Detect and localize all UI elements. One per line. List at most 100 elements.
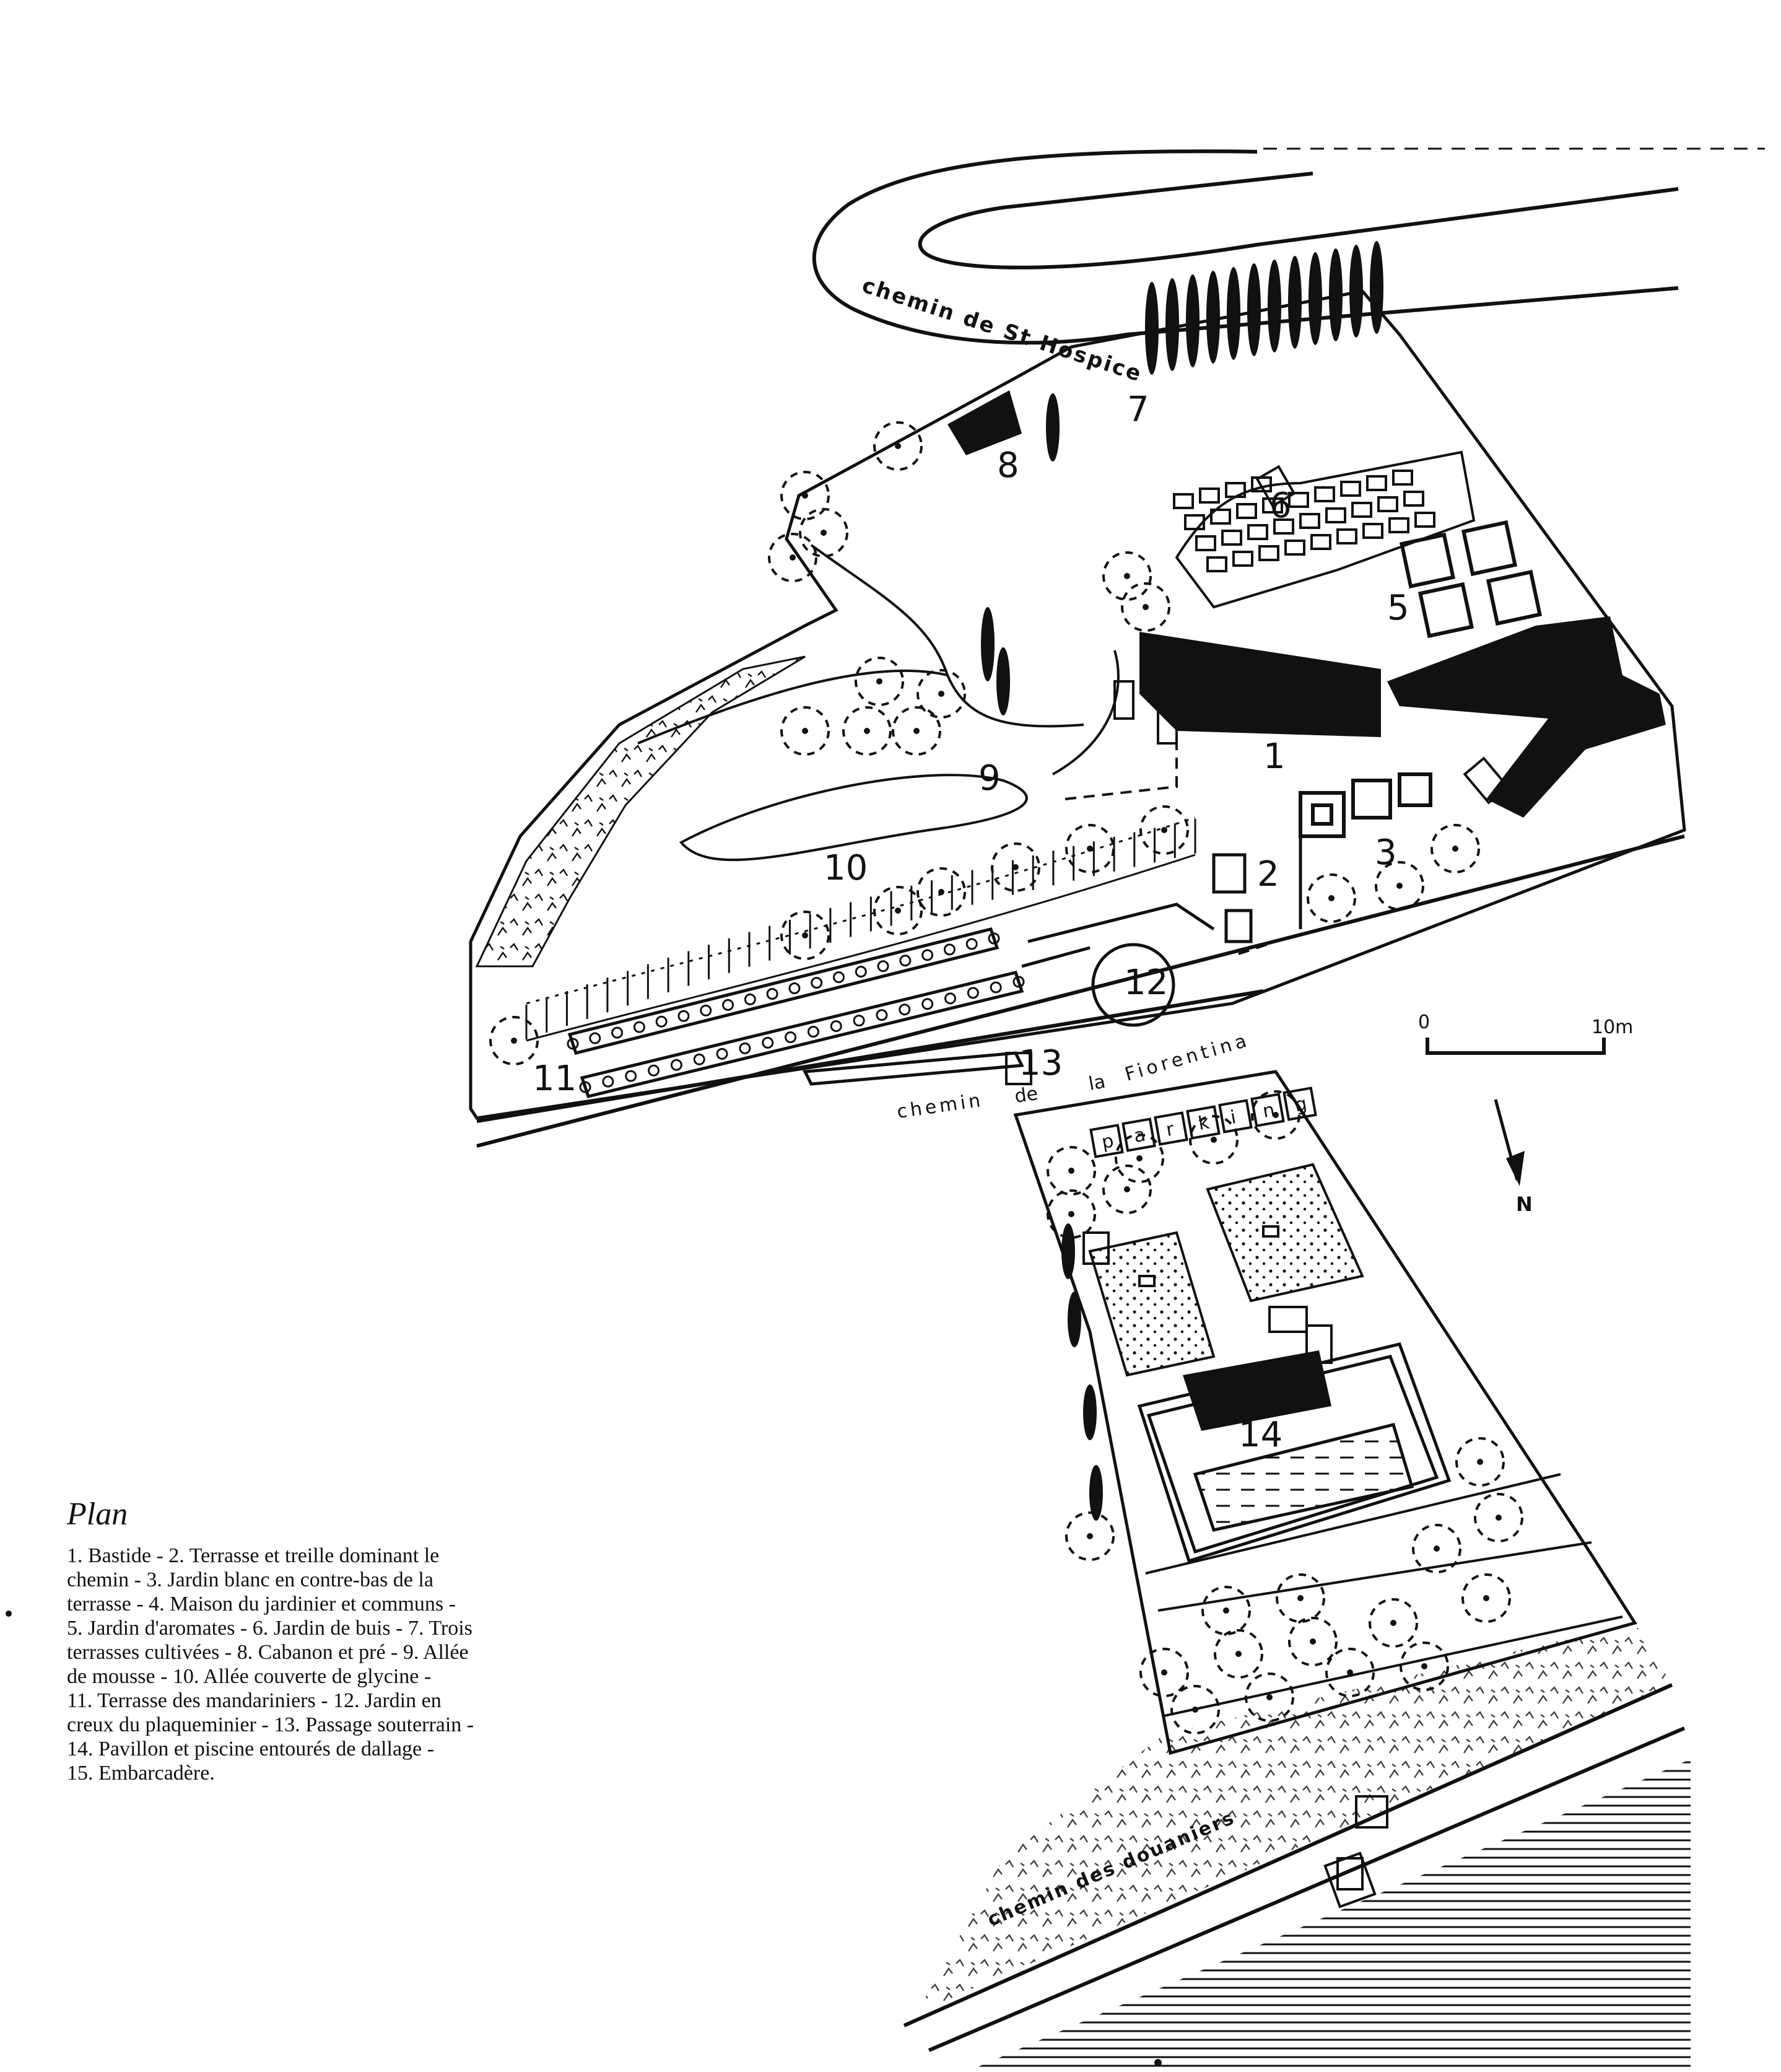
box-hedge-cell [1225, 482, 1246, 498]
lower-terraces [1145, 1473, 1623, 1717]
tree-canopy [1102, 1165, 1152, 1214]
tree-canopy [1461, 1573, 1511, 1623]
parking-letter: r [1164, 1118, 1176, 1141]
wisteria-pergola [526, 816, 1196, 1042]
mandarin-tree [967, 987, 979, 999]
tree-trunk [938, 889, 944, 895]
tree-trunk [1211, 1137, 1217, 1143]
cypress [1046, 393, 1060, 461]
legend-line: terrasses cultivées - 8. Cabanon et pré … [67, 1641, 469, 1664]
mandarin-tree [830, 1020, 842, 1033]
tree-trunk [1223, 1607, 1229, 1614]
tree-trunk [1161, 1669, 1167, 1676]
tree-trunk [1087, 1533, 1093, 1539]
swimming-pool [1193, 1422, 1414, 1532]
tree-canopy [1065, 1511, 1115, 1561]
tree-canopy [1047, 1189, 1096, 1239]
tree-canopy [1214, 1629, 1263, 1679]
tree-canopy [489, 1016, 539, 1065]
zone-number: 4 [1511, 662, 1533, 702]
parking-slot: i [1218, 1099, 1253, 1134]
tree-canopy [1251, 1090, 1300, 1140]
mandarin-tree [921, 949, 934, 961]
tree-canopy [873, 886, 923, 935]
legend-line: de mousse - 10. Allée couverte de glycin… [67, 1665, 432, 1688]
tree-trunk [895, 443, 901, 449]
tree-trunk [1235, 1651, 1242, 1657]
mandarin-tree [811, 977, 823, 989]
road-label-fiorentina-b: de [1013, 1083, 1039, 1108]
tree-trunk [1347, 1669, 1353, 1676]
box-hedge-cell [1232, 551, 1253, 567]
legend-line: 1. Bastide - 2. Terrasse et treille domi… [67, 1544, 440, 1567]
cypress [996, 647, 1010, 715]
parking-letter: i [1229, 1106, 1237, 1129]
parking-slot: r [1154, 1111, 1188, 1146]
box-hedge-cell [1206, 556, 1227, 572]
tree-canopy [917, 669, 966, 719]
box-hedge-cell [1310, 534, 1331, 550]
mandarin-tree [921, 998, 934, 1010]
underground-passage [803, 1051, 1024, 1086]
tree-canopy [842, 706, 892, 756]
mandarin-tree [693, 1053, 705, 1065]
box-hedge-cell [1377, 496, 1398, 512]
building-cabanon [947, 390, 1022, 455]
pergola-ticks [525, 819, 1196, 1039]
mandarin-tree [853, 1015, 865, 1027]
mandarin-tree [944, 992, 956, 1005]
box-hedge-cell [1284, 540, 1305, 556]
mandarin-tree [965, 938, 978, 950]
tree-canopy [799, 508, 848, 557]
white-garden-squares [1299, 772, 1432, 838]
tree-trunk [802, 492, 808, 499]
tree-trunk [895, 907, 901, 914]
tree-canopy [1400, 1641, 1449, 1691]
legend: Plan 1. Bastide - 2. Terrasse et treille… [67, 1496, 562, 1785]
box-hedge-cell [1299, 513, 1320, 529]
box-hedge-cell [1273, 518, 1294, 535]
box-hedge-cell [1388, 517, 1409, 533]
box-hedge-cell [1366, 475, 1387, 491]
tree-trunk [876, 678, 882, 684]
cypress [1068, 1292, 1081, 1347]
mandarin-tree [899, 955, 912, 967]
box-hedge-cell [1184, 514, 1205, 530]
tree-trunk [938, 691, 944, 697]
tree-canopy [1139, 1648, 1189, 1697]
lawn-plots [1088, 1163, 1364, 1377]
mandarin-rows [567, 927, 1024, 1098]
sea-hatched-area [966, 1759, 1691, 2072]
tree-trunk [1136, 1155, 1143, 1161]
mandarin-tree [633, 1021, 645, 1033]
tree-trunk [1143, 604, 1149, 610]
tree-trunk [1161, 827, 1167, 833]
legend-title: Plan [67, 1497, 128, 1532]
zone-number: 9 [978, 758, 1001, 798]
parking-letter: g [1293, 1093, 1309, 1116]
mandarin-tree [611, 1026, 624, 1039]
tree-trunk [1390, 1620, 1396, 1626]
tree-trunk [802, 932, 808, 938]
rocky-slope-west [475, 655, 806, 968]
tree-canopy [1375, 861, 1424, 911]
mandarin-tree [807, 1026, 819, 1038]
legend-line: 14. Pavillon et piscine entourés de dall… [67, 1738, 434, 1760]
parking-slot: k [1186, 1105, 1221, 1140]
mandarin-tree [670, 1059, 682, 1071]
tree-trunk [1328, 895, 1335, 901]
parking-slot: g [1282, 1086, 1317, 1121]
mandarin-tree [1012, 976, 1025, 988]
cypress [1370, 241, 1383, 334]
mandarin-tree [579, 1081, 591, 1093]
tree-trunk [1124, 1186, 1130, 1192]
zone-number: 7 [1127, 390, 1149, 430]
mandarin-tree [855, 966, 867, 978]
mandarin-tree [877, 960, 889, 973]
parking-letter: n [1261, 1099, 1276, 1122]
box-hedge-cell [1251, 476, 1272, 492]
box-hedge-cell [1173, 493, 1194, 509]
